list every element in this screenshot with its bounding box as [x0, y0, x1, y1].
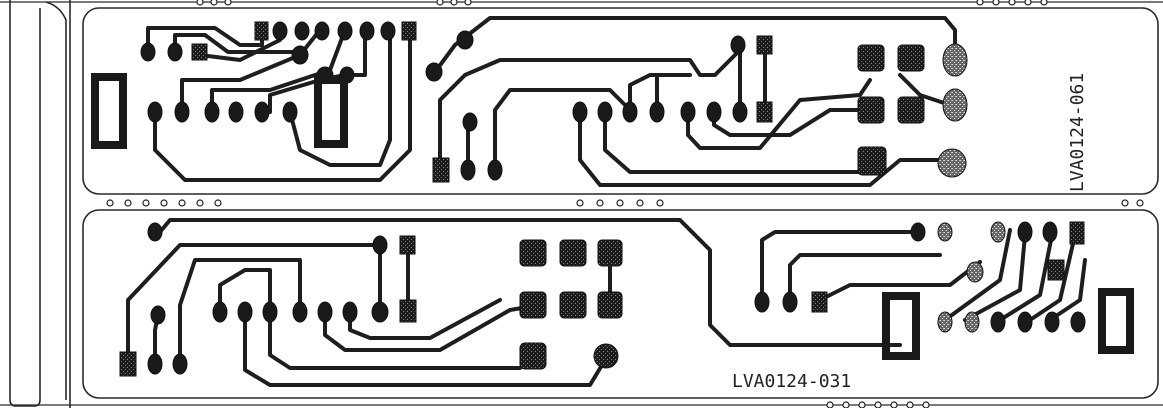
pads-top: [91, 21, 968, 183]
breakaway-holes: [106, 0, 1144, 408]
board-top-label: LVA0124-061: [1067, 73, 1088, 192]
board-bottom: LVA0124-031: [82, 209, 1159, 399]
board-bottom-label: LVA0124-031: [732, 371, 851, 392]
pads-bottom: [119, 221, 1134, 377]
traces-top: [146, 16, 957, 187]
board-top: LVA0124-061: [82, 7, 1159, 195]
